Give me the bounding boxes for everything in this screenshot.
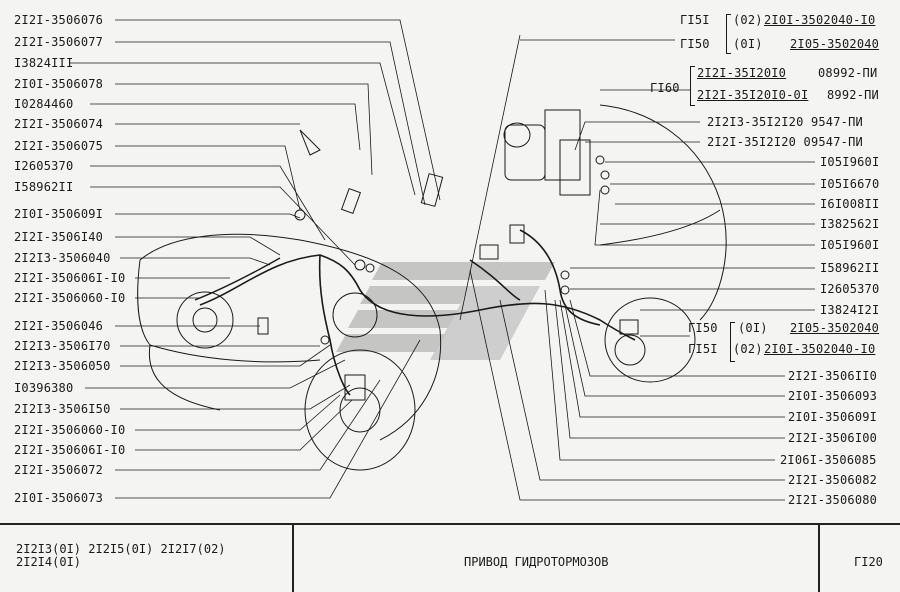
bracket — [726, 14, 731, 54]
part-label[interactable]: 2I2I-3506072 — [14, 463, 104, 477]
part-label[interactable]: 2I2I-350606I-I0 — [14, 443, 126, 457]
variant-code: ГI60 — [650, 81, 680, 95]
part-label[interactable]: 2I0I-3502040-I0 — [764, 342, 876, 356]
title-cell: ПРИВОД ГИДРОТОРМОЗОВ — [294, 525, 820, 592]
part-label[interactable]: 2I2I3-3506I70 — [14, 339, 111, 353]
part-label[interactable]: 2I2I-3506060-I0 — [14, 423, 126, 437]
part-label[interactable]: 2I2I-3506060-I0 — [14, 291, 126, 305]
part-label[interactable]: I58962II — [820, 261, 880, 275]
part-label[interactable]: 2I0I-3506078 — [14, 77, 104, 91]
part-label[interactable]: 2I2I3-3506050 — [14, 359, 111, 373]
part-label[interactable]: I6I008II — [820, 197, 880, 211]
models-cell: 2I2I3(0I) 2I2I5(0I) 2I2I7(02) 2I2I4(0I) — [0, 525, 294, 592]
variant-code: ГI50 — [688, 321, 718, 335]
part-label[interactable]: 2I06I-3506085 — [780, 453, 877, 467]
part-label[interactable]: 2I2I3-35I2I20 9547-ПИ — [707, 115, 863, 129]
title-block: 2I2I3(0I) 2I2I5(0I) 2I2I7(02) 2I2I4(0I) … — [0, 523, 900, 592]
part-label[interactable]: 2I2I-35I20I0-0I — [697, 88, 809, 102]
part-suffix: 8992-ПИ — [827, 88, 879, 102]
part-label[interactable]: 2I2I3-3506I50 — [14, 402, 111, 416]
part-label[interactable]: 2I2I-3506046 — [14, 319, 104, 333]
variant-option: (02) — [733, 342, 763, 356]
leader-lines-left — [70, 19, 441, 499]
part-label[interactable]: 2I0I-350609I — [788, 410, 878, 424]
part-label[interactable]: I2605370 — [14, 159, 74, 173]
part-label[interactable]: 2I2I-3506077 — [14, 35, 104, 49]
part-label[interactable]: 2I2I-3506075 — [14, 139, 104, 153]
watermark-logo — [336, 262, 555, 360]
front-wheel-disc — [304, 349, 416, 471]
part-label[interactable]: I05I960I — [820, 155, 880, 169]
part-label[interactable]: I0284460 — [14, 97, 74, 111]
part-label[interactable]: 2I2I-3506074 — [14, 117, 104, 131]
variant-code: ГI5I — [680, 13, 710, 27]
part-label[interactable]: I0396380 — [14, 381, 74, 395]
part-label[interactable]: I382562I — [820, 217, 880, 231]
variant-option: (02) — [733, 13, 763, 27]
part-label[interactable]: I2605370 — [820, 282, 880, 296]
part-label[interactable]: 2I0I-350609I — [14, 207, 104, 221]
part-label[interactable]: 2I2I-35I2I20 09547-ПИ — [707, 135, 863, 149]
part-label[interactable]: I58962II — [14, 180, 74, 194]
variant-code: ГI5I — [688, 342, 718, 356]
part-label[interactable]: 2I2I-35I20I0 — [697, 66, 787, 80]
models-line-2: 2I2I4(0I) — [16, 555, 82, 569]
part-label[interactable]: 2I2I-3506082 — [788, 473, 878, 487]
part-label[interactable]: 2I2I-3506080 — [788, 493, 878, 507]
variant-option: (0I) — [733, 37, 763, 51]
part-label[interactable]: 2I2I-3506I40 — [14, 230, 104, 244]
part-label[interactable]: I3824III — [14, 56, 74, 70]
part-label[interactable]: 2I0I-3506073 — [14, 491, 104, 505]
brake-diagram — [70, 19, 815, 501]
part-label[interactable]: I05I960I — [820, 238, 880, 252]
part-label[interactable]: 2I0I-3506093 — [788, 389, 878, 403]
bracket — [690, 66, 695, 106]
part-label[interactable]: 2I2I-350606I-I0 — [14, 271, 126, 285]
variant-code: ГI50 — [680, 37, 710, 51]
page-code-cell: ГI20 — [820, 525, 900, 592]
rear-wheel-disc — [604, 297, 696, 383]
bracket — [730, 322, 735, 362]
part-label[interactable]: 2I2I-3506II0 — [788, 369, 878, 383]
brake-pipe-main — [199, 254, 636, 341]
part-label[interactable]: 2I2I3-3506040 — [14, 251, 111, 265]
part-label[interactable]: 2I05-3502040 — [790, 321, 880, 335]
part-label[interactable]: 2I05-3502040 — [790, 37, 880, 51]
part-label[interactable]: 2I2I-3506076 — [14, 13, 104, 27]
variant-option: (0I) — [738, 321, 768, 335]
leader-lines-right — [459, 34, 815, 501]
part-label[interactable]: 2I2I-3506I00 — [788, 431, 878, 445]
part-label[interactable]: 2I0I-3502040-I0 — [764, 13, 876, 27]
page-title: ПРИВОД ГИДРОТОРМОЗОВ — [464, 555, 609, 569]
part-label[interactable]: I05I6670 — [820, 177, 880, 191]
page-code: ГI20 — [854, 555, 883, 569]
part-suffix: 08992-ПИ — [818, 66, 878, 80]
models-line-1: 2I2I3(0I) 2I2I5(0I) 2I2I7(02) — [16, 542, 226, 556]
part-label[interactable]: I3824I2I — [820, 303, 880, 317]
